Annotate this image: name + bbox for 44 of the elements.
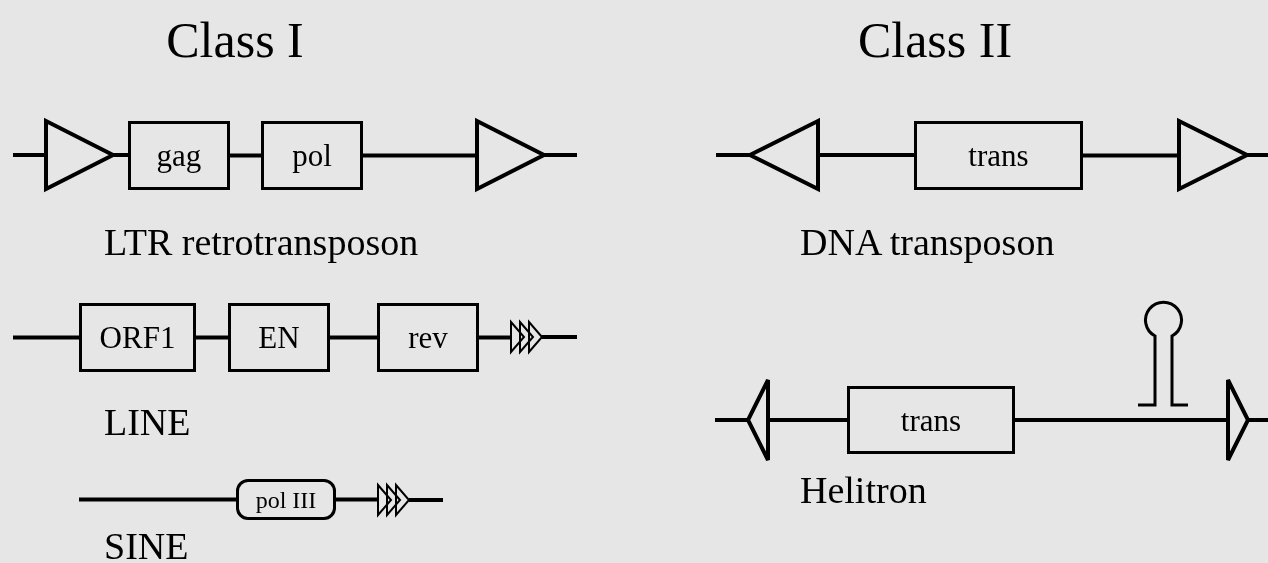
class-heading: Class II xyxy=(857,15,1013,65)
backbone-line xyxy=(542,335,577,339)
backbone-line xyxy=(363,153,477,158)
gene-box: trans xyxy=(914,121,1083,190)
repeat-triangle xyxy=(748,378,768,462)
repeat-triangle xyxy=(1179,119,1247,191)
backbone-line xyxy=(13,153,46,157)
backbone-line xyxy=(330,335,377,340)
backbone-line xyxy=(818,153,914,157)
element-name: LTR retrotransposon xyxy=(104,223,419,261)
backbone-line xyxy=(1083,153,1179,158)
backbone-line xyxy=(1248,418,1268,422)
backbone-line xyxy=(230,153,261,158)
repeat-triangle xyxy=(1228,378,1248,462)
repeat-triangle xyxy=(477,119,544,191)
backbone-line xyxy=(544,153,577,157)
gene-box: gag xyxy=(128,121,230,190)
gene-box: trans xyxy=(847,386,1015,454)
backbone-line xyxy=(336,497,377,502)
repeat-triangle xyxy=(46,119,113,191)
element-name: SINE xyxy=(104,527,189,563)
poly-a-tail-icon xyxy=(377,484,409,516)
backbone-line xyxy=(479,335,510,340)
repeat-triangle xyxy=(750,119,818,191)
backbone-line xyxy=(768,418,847,422)
backbone-line xyxy=(113,153,128,157)
backbone-line xyxy=(1247,153,1268,157)
gene-box: rev xyxy=(377,303,479,372)
backbone-line xyxy=(716,153,750,157)
backbone-line xyxy=(79,497,236,502)
gene-box: EN xyxy=(228,303,330,372)
element-name: Helitron xyxy=(800,471,927,509)
poly-a-tail-icon xyxy=(510,321,542,353)
gene-box: pol xyxy=(261,121,363,190)
element-name: DNA transposon xyxy=(800,223,1055,261)
promoter-box: pol III xyxy=(236,479,336,520)
class-heading: Class I xyxy=(166,15,304,65)
backbone-line xyxy=(715,418,748,422)
gene-box: ORF1 xyxy=(79,303,196,372)
backbone-line xyxy=(409,498,443,502)
backbone-line xyxy=(1015,418,1228,422)
backbone-line xyxy=(196,335,228,340)
element-name: LINE xyxy=(104,403,191,441)
backbone-line xyxy=(13,335,79,340)
